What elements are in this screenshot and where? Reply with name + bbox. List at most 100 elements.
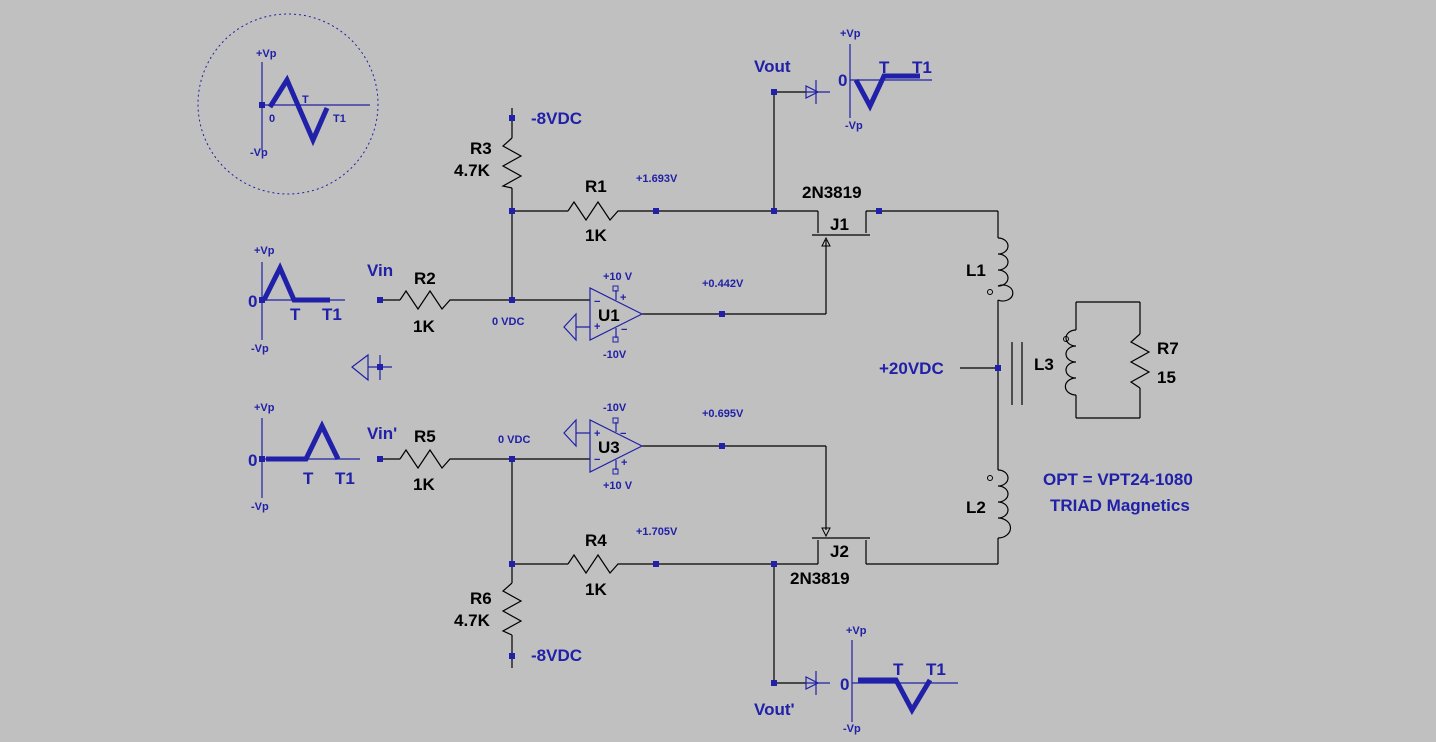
r3-value: 4.7K	[454, 161, 491, 180]
j2-ref: J2	[830, 542, 849, 561]
r7-value: 15	[1157, 368, 1176, 387]
legend-zero-label: 0	[269, 113, 275, 125]
vin-t-label: T	[290, 305, 301, 324]
vout-t1-label: T1	[912, 58, 932, 77]
supply-pos20: +20VDC	[879, 359, 944, 378]
svg-text:+: +	[594, 428, 600, 440]
r4-value: 1K	[585, 580, 607, 599]
node-voltage-u3-in: 0 VDC	[498, 434, 530, 446]
j2-part: 2N3819	[790, 569, 850, 588]
r7-ref: R7	[1157, 339, 1179, 358]
vout-net-label: Vout	[754, 57, 791, 76]
vout-probe[interactable]: +Vp -Vp 0 T T1 Vout	[754, 28, 932, 132]
r1-ref: R1	[585, 177, 607, 196]
r6-value: 4.7K	[454, 611, 491, 630]
u3-vpos: +10 V	[603, 480, 633, 492]
vout-t-label: T	[879, 58, 890, 77]
r5-ref: R5	[414, 427, 436, 446]
vin-source[interactable]: +Vp -Vp 0 T T1	[248, 245, 345, 355]
vout2-t1-label: T1	[926, 660, 946, 679]
vout2-zero-label: 0	[840, 675, 849, 694]
node-voltage-u1-in: 0 VDC	[492, 316, 524, 328]
r2-ref: R2	[414, 269, 436, 288]
r3-ref: R3	[470, 139, 492, 158]
vout-plus-label: +Vp	[840, 28, 861, 40]
svg-text:−: −	[594, 296, 600, 308]
vin-plus-label: +Vp	[254, 245, 275, 257]
jfet-j1[interactable]: J1 2N3819	[802, 183, 870, 247]
resistor-r3[interactable]: R3 4.7K	[454, 137, 523, 189]
legend-plus-label: +Vp	[256, 48, 277, 60]
vin2-source[interactable]: +Vp -Vp 0 T T1	[248, 402, 360, 513]
inductor-l2[interactable]: L2	[966, 469, 1012, 539]
vin-t1-label: T1	[322, 305, 342, 324]
u1-vneg: -10V	[603, 349, 627, 361]
svg-text:+: +	[621, 457, 627, 469]
legend-waveform: +Vp -Vp 0 T T1	[197, 13, 379, 195]
vout2-minus-label: -Vp	[843, 723, 861, 735]
opt-note-line1: OPT = VPT24-1080	[1043, 470, 1193, 489]
top-channel-wires	[380, 91, 999, 470]
opt-note-line2: TRIAD Magnetics	[1050, 496, 1190, 515]
vin2-plus-label: +Vp	[254, 402, 275, 414]
r6-ref: R6	[470, 589, 492, 608]
vin2-minus-label: -Vp	[251, 501, 269, 513]
bottom-channel-wires	[380, 445, 999, 684]
junction-dots	[377, 89, 1001, 686]
resistor-r7[interactable]: R7 15	[1075, 301, 1179, 419]
jfet-j2[interactable]: J2 2N3819	[790, 527, 870, 588]
legend-t1-label: T1	[333, 113, 346, 125]
vin-zero-label: 0	[248, 292, 257, 311]
vout-minus-label: -Vp	[845, 120, 863, 132]
resistor-r5[interactable]: R5 1K	[399, 427, 456, 494]
legend-minus-label: -Vp	[250, 147, 268, 159]
transformer-core	[1011, 342, 1023, 405]
node-voltage-r4: +1.705V	[636, 526, 678, 538]
supply-neg8-bottom: -8VDC	[531, 646, 582, 665]
u1-vpos: +10 V	[603, 271, 633, 283]
vin2-zero-label: 0	[248, 451, 257, 470]
r1-value: 1K	[585, 226, 607, 245]
vout2-plus-label: +Vp	[846, 625, 867, 637]
node-voltage-r1: +1.693V	[636, 173, 678, 185]
node-voltage-u1-out: +0.442V	[702, 278, 744, 290]
svg-text:−: −	[620, 428, 626, 440]
l2-ref: L2	[966, 498, 986, 517]
u3-ref: U3	[598, 438, 620, 457]
supply-neg8-top: -8VDC	[531, 109, 582, 128]
vout2-net-label: Vout'	[754, 700, 795, 719]
resistor-r2[interactable]: R2 1K	[399, 269, 456, 336]
svg-text:−: −	[621, 324, 627, 336]
l1-ref: L1	[966, 261, 986, 280]
j1-ref: J1	[830, 215, 849, 234]
r5-value: 1K	[413, 475, 435, 494]
legend-t-label: T	[302, 94, 309, 106]
resistor-r1[interactable]: R1 1K	[567, 177, 624, 245]
vin-minus-label: -Vp	[251, 343, 269, 355]
l3-ref: L3	[1034, 355, 1054, 374]
vin2-t1-label: T1	[335, 469, 355, 488]
opamp-u1[interactable]: − + + − U1 +10 V -10V	[563, 271, 644, 361]
vin2-net-label: Vin'	[367, 424, 397, 443]
svg-text:−: −	[594, 454, 600, 466]
ground-symbol	[351, 353, 392, 382]
vin-net-label: Vin	[367, 261, 393, 280]
opamp-u3[interactable]: + − − + U3 -10V +10 V	[563, 402, 644, 492]
u1-ref: U1	[598, 306, 620, 325]
svg-text:+: +	[620, 292, 626, 304]
inductor-l3[interactable]: L3	[1034, 329, 1077, 396]
resistor-r6[interactable]: R6 4.7K	[454, 582, 523, 636]
vin2-t-label: T	[303, 469, 314, 488]
svg-text:+: +	[594, 321, 600, 333]
node-voltage-u3-out: +0.695V	[702, 408, 744, 420]
vout2-probe[interactable]: +Vp -Vp 0 T T1 Vout'	[754, 625, 958, 735]
resistor-r4[interactable]: R4 1K	[567, 531, 624, 599]
inductor-l1[interactable]: L1	[966, 237, 1014, 302]
vout-zero-label: 0	[838, 71, 847, 90]
r2-value: 1K	[413, 317, 435, 336]
vout2-t-label: T	[893, 660, 904, 679]
r4-ref: R4	[585, 531, 607, 550]
j1-part: 2N3819	[802, 183, 862, 202]
u3-vneg: -10V	[603, 402, 627, 414]
